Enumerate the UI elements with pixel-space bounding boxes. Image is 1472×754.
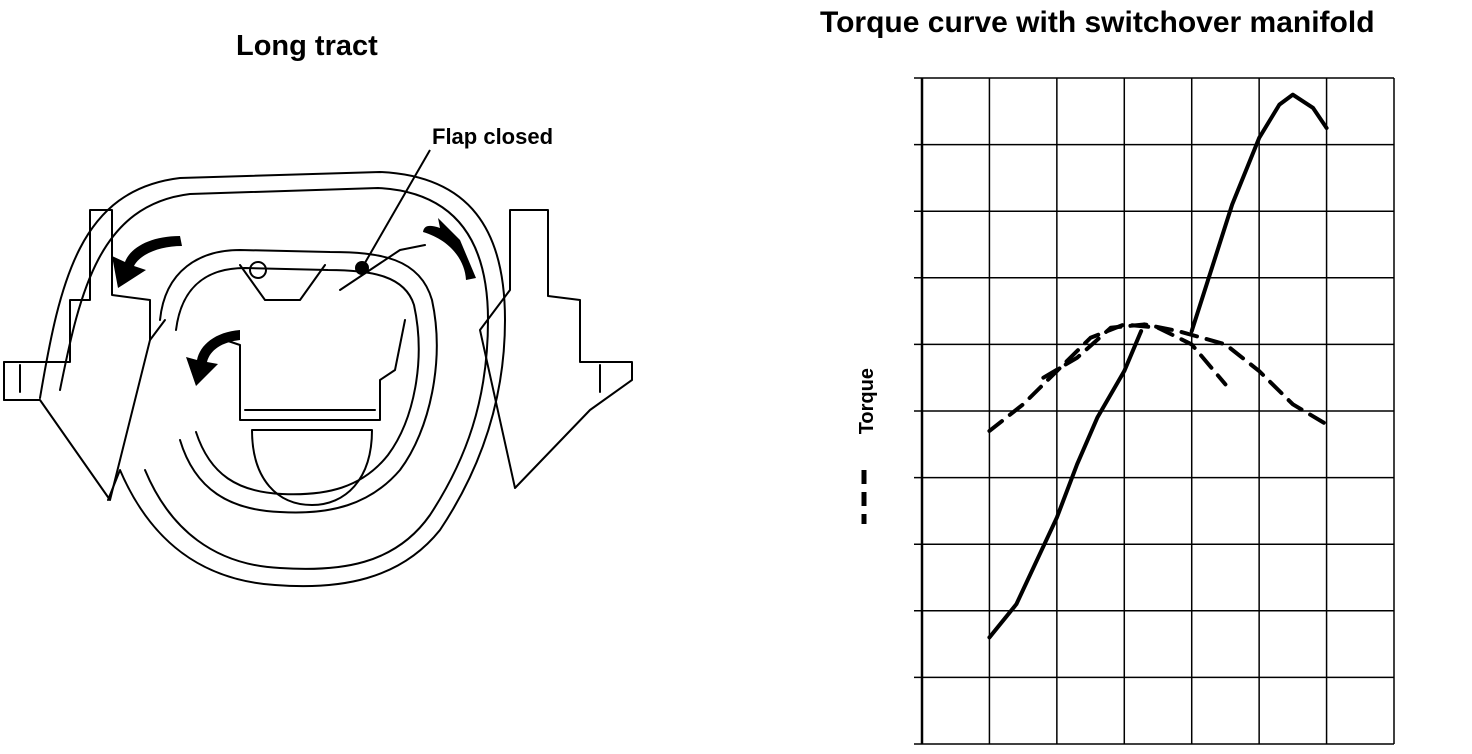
inner-tract [159,249,438,514]
series-line-3 [1041,322,1329,427]
outer-tract [39,171,506,588]
flow-arrow-icon [423,218,476,280]
outer-tract-inner [59,187,489,570]
mount-bracket [239,264,326,301]
chart-grid [914,77,1395,745]
series-line-2 [987,322,1228,433]
flap-label: Flap closed [432,124,554,149]
flap-pivot [355,261,369,275]
diagram-title: Long tract [236,30,378,62]
series-line-1 [1189,92,1329,334]
housing-outline-right [479,209,633,489]
flap-leader [361,149,431,269]
manifold-diagram [3,149,633,588]
chart-title: Torque curve with switchover manifold [820,6,1375,39]
chart-series [861,92,1329,640]
series-line-0 [987,329,1144,640]
flow-arrow-icon [112,236,182,288]
lower-chamber [251,429,373,506]
flow-arrows [112,218,476,386]
flow-arrow-icon [186,330,240,386]
housing-outline [3,209,151,501]
